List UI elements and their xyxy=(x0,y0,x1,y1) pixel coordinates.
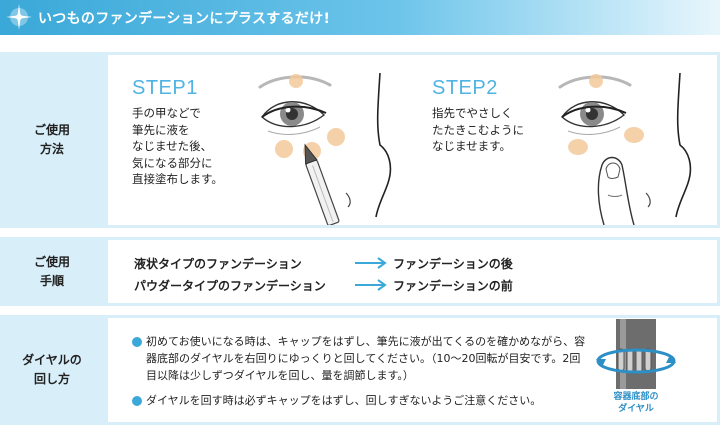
step1-line: 手の甲などで xyxy=(132,106,201,120)
bottle-dial-icon xyxy=(596,319,676,389)
usage-order-section: ご使用 手順 液状タイプのファンデーション ファンデーションの後 パウダータイプ… xyxy=(0,237,720,306)
bullet-icon xyxy=(132,396,142,406)
usage-order-label: ご使用 手順 xyxy=(0,237,104,306)
step1-text: 手の甲などで 筆先に液を なじませた後、 気になる部分に 直接塗布します。 xyxy=(132,105,223,188)
dial-instruction-text: ダイヤルを回す時は必ずキャップをはずし、回しすぎないようご注意ください。 xyxy=(146,394,542,407)
dial-label: ダイヤルの 回し方 xyxy=(0,315,104,425)
header-bar: いつものファンデーションにプラスするだけ! xyxy=(0,0,720,35)
dial-caption-line1: 容器底部の xyxy=(613,392,659,402)
order-row-powder: パウダータイプのファンデーション xyxy=(134,279,326,293)
dial-caption-line2: ダイヤル xyxy=(618,404,654,414)
usage-method-label: ご使用 方法 xyxy=(0,52,104,228)
usage-order-label-line1: ご使用 xyxy=(33,254,70,269)
step2-title: STEP2 xyxy=(432,77,498,99)
dial-instructions: 初めてお使いになる時は、キャップをはずし、筆先に液が出てくるのを確かめながら、容… xyxy=(132,333,587,417)
face-brush-illustration xyxy=(258,72,392,225)
step1-line: 筆先に液を xyxy=(132,122,190,137)
usage-order-label-line2: 手順 xyxy=(39,273,64,288)
usage-method-section: ご使用 方法 STEP1 手の甲などで 筆先に液を なじませた後、 気になる部分… xyxy=(0,52,720,228)
step2-text: 指先でやさしく たたきこむように なじませます。 xyxy=(432,105,524,155)
dial-panel: 初めてお使いになる時は、キャップをはずし、筆先に液が出てくるのを確かめながら、容… xyxy=(108,318,717,422)
dial-label-line2: 回し方 xyxy=(33,372,70,386)
order-timing-powder: ファンデーションの前 xyxy=(393,279,513,293)
step1-line: 気になる部分に xyxy=(132,155,213,170)
step2-line: たたきこむように xyxy=(432,122,524,137)
usage-method-label-line1: ご使用 xyxy=(33,123,70,137)
usage-method-panel: STEP1 手の甲などで 筆先に液を なじませた後、 気になる部分に 直接塗布し… xyxy=(108,55,717,225)
order-timing-liquid: ファンデーションの後 xyxy=(393,257,513,271)
list-item: ダイヤルを回す時は必ずキャップをはずし、回しすぎないようご注意ください。 xyxy=(132,392,587,409)
usage-method-label-line2: 方法 xyxy=(39,142,64,156)
order-row-liquid: 液状タイプのファンデーション xyxy=(134,257,302,271)
usage-order-panel: 液状タイプのファンデーション ファンデーションの後 パウダータイプのファンデーシ… xyxy=(108,240,717,303)
dial-section: ダイヤルの 回し方 初めてお使いになる時は、キャップをはずし、筆先に液が出てくる… xyxy=(0,315,720,425)
arrow-right-icon xyxy=(355,279,387,291)
dial-label-line1: ダイヤルの xyxy=(22,353,82,367)
step1-line: 直接塗布します。 xyxy=(132,172,223,186)
step2-line: なじませます。 xyxy=(432,139,512,153)
step2-line: 指先でやさしく xyxy=(432,106,513,120)
bullet-icon xyxy=(132,337,142,347)
list-item: 初めてお使いになる時は、キャップをはずし、筆先に液が出てくるのを確かめながら、容… xyxy=(132,333,587,384)
step1-title: STEP1 xyxy=(132,77,198,99)
dial-instruction-text: 初めてお使いになる時は、キャップをはずし、筆先に液が出てくるのを確かめながら、容… xyxy=(146,335,586,382)
step1-line: なじませた後、 xyxy=(132,139,213,153)
dial-caption: 容器底部の ダイヤル xyxy=(596,391,676,415)
arrow-right-icon xyxy=(355,257,387,269)
sparkle-icon xyxy=(6,4,32,30)
page-title: いつものファンデーションにプラスするだけ! xyxy=(38,11,331,27)
face-finger-illustration xyxy=(558,72,692,225)
